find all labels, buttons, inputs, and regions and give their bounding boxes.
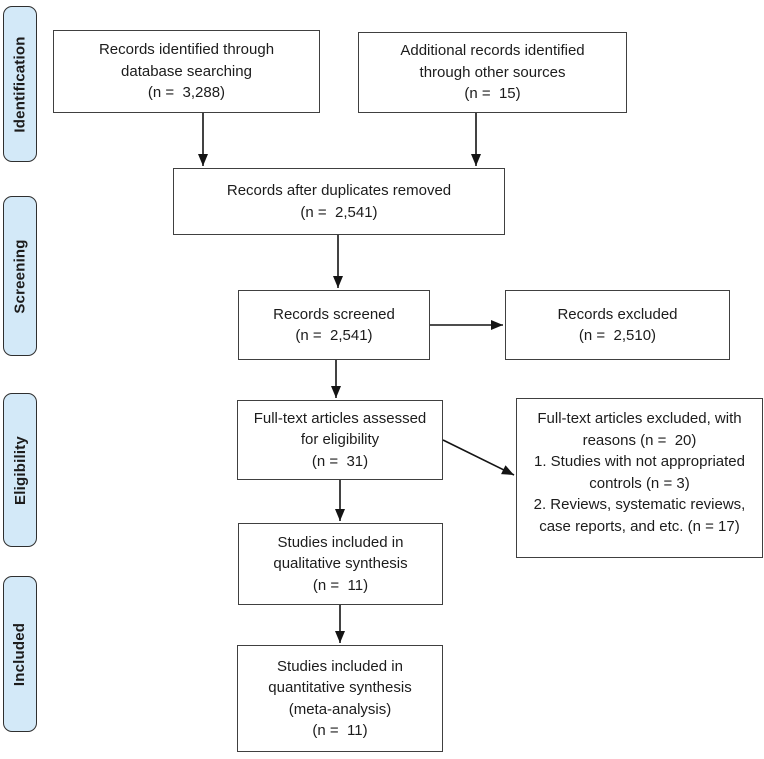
stage-screening: Screening	[3, 196, 37, 356]
stage-included: Included	[3, 576, 37, 732]
box-additional-records: Additional records identified through ot…	[358, 32, 627, 113]
box-records-excluded: Records excluded (n = 2,510)	[505, 290, 730, 360]
stage-eligibility: Eligibility	[3, 393, 37, 547]
stage-identification-label: Identification	[11, 35, 29, 133]
box-records-screened: Records screened (n = 2,541)	[238, 290, 430, 360]
box-records-identified: Records identified through database sear…	[53, 30, 320, 113]
box-duplicates-removed: Records after duplicates removed (n = 2,…	[173, 168, 505, 235]
arrow-fulltext-to-excluded	[442, 439, 515, 476]
stage-included-label: Included	[11, 622, 29, 686]
stage-eligibility-label: Eligibility	[11, 435, 29, 505]
box-fulltext-excluded: Full-text articles excluded, with reason…	[516, 398, 763, 558]
box-quantitative-synthesis: Studies included in quantitative synthes…	[237, 645, 443, 752]
box-qualitative-synthesis: Studies included in qualitative synthesi…	[238, 523, 443, 605]
box-fulltext-assessed: Full-text articles assessed for eligibil…	[237, 400, 443, 480]
stage-identification: Identification	[3, 6, 37, 162]
stage-screening-label: Screening	[11, 238, 29, 314]
